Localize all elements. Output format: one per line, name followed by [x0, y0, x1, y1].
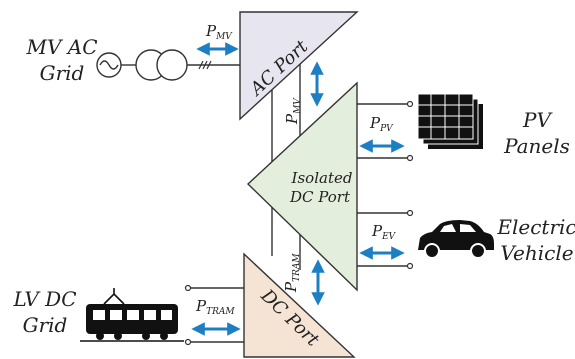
transformer-icon: [135, 49, 188, 81]
mv-ac-grid: MV AC Grid: [25, 35, 240, 85]
mv-grid-label-1: MV AC: [25, 35, 97, 59]
electric-car-icon: [418, 220, 494, 259]
p-mv-vertical-flow: PMV: [283, 61, 324, 125]
ev-label-1: Electric: [496, 215, 575, 239]
isolated-port-label-1: Isolated: [291, 169, 353, 187]
isolated-port-label-2: DC Port: [289, 188, 351, 206]
p-tram-label: PTRAM: [195, 297, 235, 317]
pv-connection: PPV: [357, 100, 414, 162]
tram-icon: [80, 288, 184, 342]
pv-label-1: PV: [522, 108, 553, 132]
lv-grid-label-2: Grid: [23, 313, 68, 337]
isolated-dc-port: Isolated DC Port: [246, 81, 358, 292]
ac-source-icon: [96, 52, 122, 78]
pv-label-2: Panels: [503, 134, 570, 158]
p-tram-vertical-label: PTRAM: [282, 253, 302, 293]
lv-grid-label-1: LV DC: [12, 287, 76, 311]
p-ev-label: PEV: [371, 222, 397, 242]
mv-grid-label-2: Grid: [40, 61, 85, 85]
p-mv-flow: PMV: [196, 22, 239, 56]
p-pv-label: PPV: [369, 114, 394, 134]
p-mv-vertical-label: PMV: [283, 97, 303, 125]
ev-connection: PEV: [357, 209, 414, 270]
ev-label-2: Vehicle: [500, 241, 573, 265]
pv-panel-icon: [417, 93, 483, 149]
p-mv-label: PMV: [205, 22, 233, 42]
lv-dc-connection: PTRAM: [184, 284, 244, 346]
p-tram-vertical-flow: PTRAM: [282, 253, 325, 306]
